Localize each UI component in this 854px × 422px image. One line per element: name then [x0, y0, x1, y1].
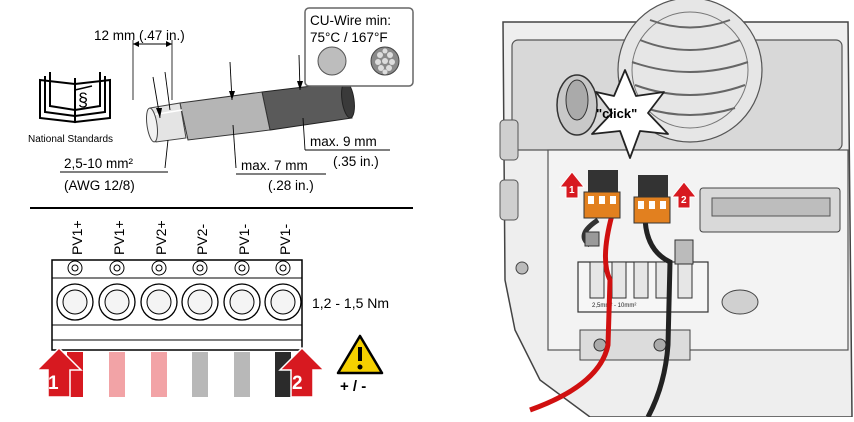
photo-arrow-2-number: 2	[681, 195, 687, 206]
photo-connector-left	[583, 170, 621, 219]
photo-strip-label: 2,5mm² - 10mm²	[592, 303, 636, 309]
terminal-clamp-screws	[56, 283, 302, 321]
insulation-max-label: max. 7 mm	[241, 158, 308, 173]
step-2-number: 2	[292, 373, 303, 394]
photo-arrow-1-number: 1	[569, 185, 575, 196]
jacket-max-label: max. 9 mm	[310, 134, 377, 149]
terminal-label: PV1-	[277, 224, 293, 255]
cable-strip-section: 12 mm (.47 in.) 2,5-10 mm² (AWG 12/8) ma…	[60, 28, 390, 193]
polarity-label: + / -	[340, 378, 366, 395]
photo-terminal-strip: 2,5mm² - 10mm²	[577, 261, 709, 313]
warning-icon	[336, 334, 384, 375]
step-1-arrow-icon: 1	[35, 346, 83, 398]
terminal-label: PV2-	[194, 224, 210, 255]
cross-section-label: 2,5-10 mm²	[64, 156, 134, 171]
terminal-label: PV1+	[111, 220, 127, 255]
terminal-label: PV1-	[236, 224, 252, 255]
click-burst-icon: "click"	[591, 69, 669, 159]
terminal-label: PV2+	[153, 220, 169, 255]
step-2-arrow-icon: 2	[278, 346, 326, 398]
wire-spec-box: CU-Wire min: 75°C / 167°F	[304, 7, 414, 87]
step-1-number: 1	[48, 373, 59, 394]
wire-spec-temp: 75°C / 167°F	[310, 30, 388, 45]
photo-arrow-2-icon: 2	[670, 181, 698, 209]
terminal-top-screws	[67, 260, 291, 276]
terminal-block	[51, 259, 303, 397]
insulation-max-inch-label: (.28 in.)	[268, 178, 314, 193]
wire-ends	[67, 352, 291, 397]
terminal-label: PV1+	[69, 220, 85, 255]
wire-spec-title: CU-Wire min:	[310, 13, 391, 28]
section-symbol-icon: §	[78, 90, 88, 110]
strip-length-label: 12 mm (.47 in.)	[94, 28, 185, 43]
stripped-cable	[146, 81, 355, 143]
photo-connector-right	[633, 175, 671, 224]
torque-label: 1,2 - 1,5 Nm	[312, 295, 389, 311]
standards-label: National Standards	[28, 134, 113, 145]
terminal-labels: PV1+ PV1+ PV2+ PV2- PV1- PV1-	[69, 220, 293, 255]
photo-arrow-1-icon: 1	[558, 171, 586, 199]
stranded-wire-icon	[370, 46, 400, 76]
awg-label: (AWG 12/8)	[64, 178, 135, 193]
inverter-photo: 2,5mm² - 10mm² 1	[496, 0, 854, 419]
solid-wire-icon	[317, 46, 347, 76]
jacket-max-inch-label: (.35 in.)	[333, 154, 379, 169]
click-label: "click"	[596, 106, 637, 121]
book-icon: §	[39, 72, 111, 124]
